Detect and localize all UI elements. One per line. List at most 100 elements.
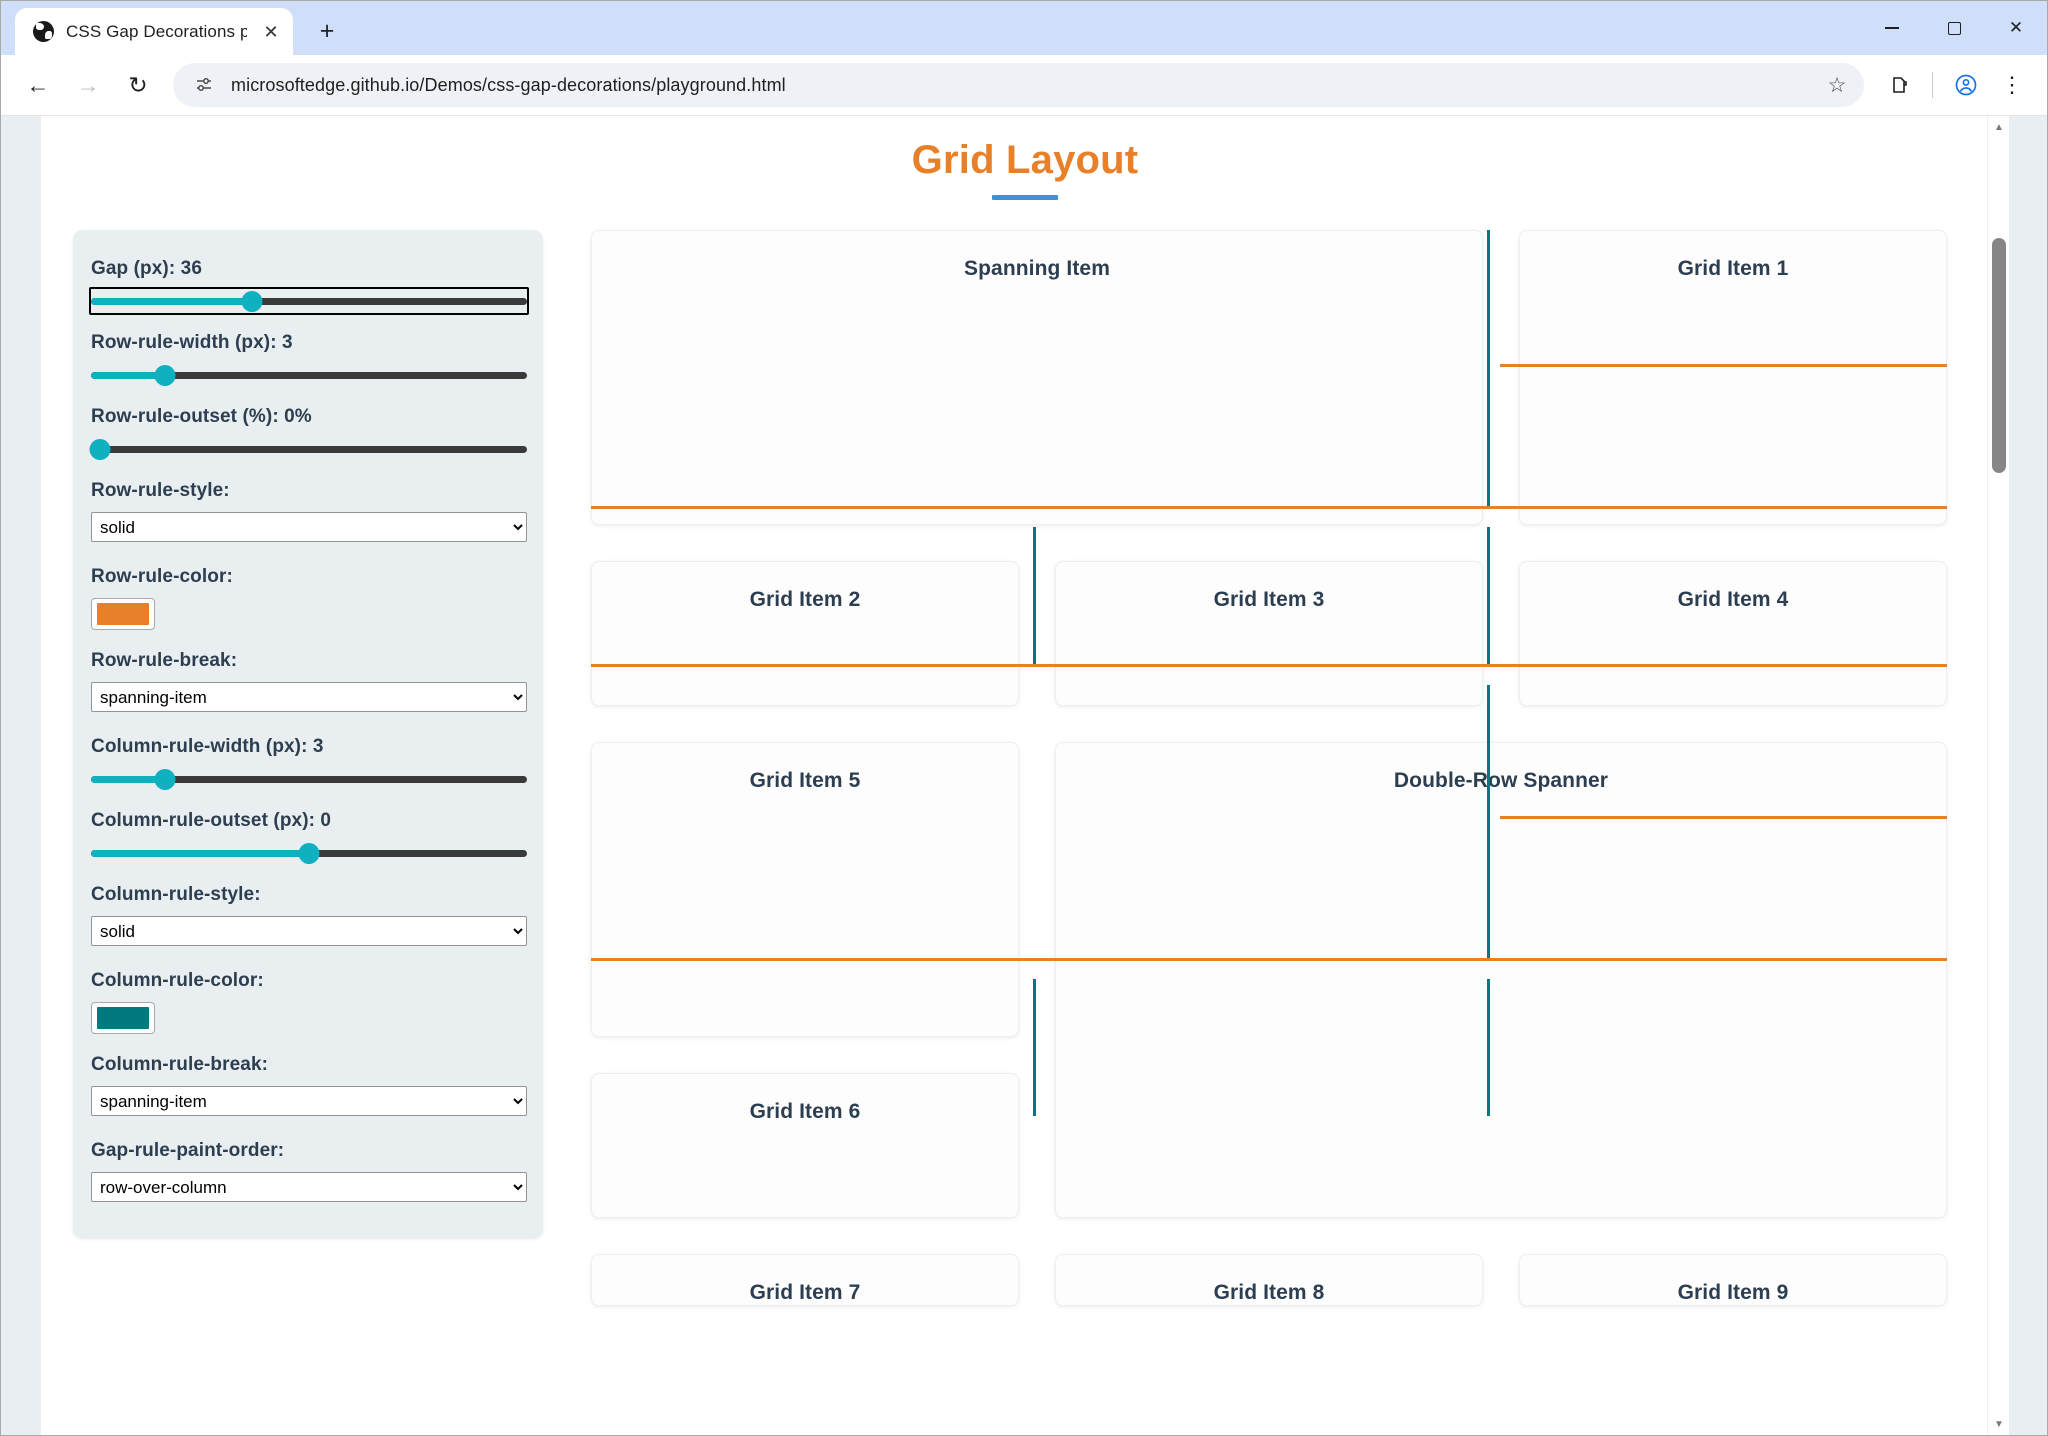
title-underline — [992, 195, 1058, 200]
gap-slider[interactable] — [89, 287, 529, 315]
control-row-rule-style: Row-rule-style: solid — [91, 480, 527, 546]
grid-item-6[interactable]: Grid Item 6 — [591, 1073, 1019, 1218]
controls-panel: Gap (px): 36 Row-rule-width (px): 3 — [73, 230, 543, 1238]
control-row-rule-width: Row-rule-width (px): 3 — [91, 332, 527, 386]
bookmark-star-icon[interactable]: ☆ — [1827, 73, 1847, 97]
tune-icon[interactable] — [191, 72, 217, 98]
browser-toolbar: ← → ↻ microsoftedge.github.io/Demos/css-… — [1, 55, 2047, 116]
slider-track — [91, 372, 527, 379]
column-rule-break-select[interactable]: spanning-item — [91, 1086, 527, 1116]
page-scrollbar[interactable]: ▲ ▼ — [1987, 116, 2009, 1435]
slider-fill — [91, 850, 309, 857]
control-label-gap: Gap (px): 36 — [91, 258, 202, 279]
row-rule-color-picker[interactable] — [91, 598, 155, 630]
color-preview — [97, 603, 149, 625]
back-icon[interactable]: ← — [26, 71, 50, 98]
grid-item-8[interactable]: Grid Item 8 — [1055, 1254, 1483, 1306]
row-rule-style-select[interactable]: solid — [91, 512, 527, 542]
control-label-row-rule-style: Row-rule-style: — [91, 480, 230, 501]
control-label-row-rule-break: Row-rule-break: — [91, 650, 238, 671]
row-rule-break-select[interactable]: spanning-item — [91, 682, 527, 712]
extensions-icon[interactable] — [1878, 64, 1920, 106]
scroll-up-icon[interactable]: ▲ — [1994, 121, 2004, 133]
control-column-rule-outset: Column-rule-outset (px): 0 — [91, 810, 527, 864]
page-layout: Gap (px): 36 Row-rule-width (px): 3 — [41, 200, 2009, 1318]
slider-thumb[interactable] — [298, 843, 320, 864]
slider-fill — [91, 776, 166, 783]
control-label-column-rule-color: Column-rule-color: — [91, 970, 264, 991]
row-rule-decoration — [591, 664, 1947, 667]
toolbar-divider — [1932, 72, 1933, 98]
gap-rule-paint-order-select[interactable]: row-over-column — [91, 1172, 527, 1202]
slider-fill — [91, 298, 253, 305]
grid-item-5[interactable]: Grid Item 5 — [591, 742, 1019, 1037]
grid-demo-area: Spanning Item Grid Item 1 Grid Item 2 Gr… — [591, 230, 1947, 1318]
control-column-rule-break: Column-rule-break: spanning-item — [91, 1054, 527, 1120]
column-rule-outset-slider[interactable] — [91, 842, 527, 864]
window-controls: ✕ — [1861, 1, 2047, 55]
row-rule-outset-slider[interactable] — [89, 438, 527, 460]
row-rule-decoration — [1499, 364, 1947, 367]
tab-title: CSS Gap Decorations playground — [66, 21, 247, 41]
control-label-column-rule-width: Column-rule-width (px): 3 — [91, 736, 324, 757]
slider-thumb[interactable] — [241, 291, 263, 312]
demo-grid: Spanning Item Grid Item 1 Grid Item 2 Gr… — [591, 230, 1947, 1306]
control-column-rule-color: Column-rule-color: — [91, 970, 515, 1034]
grid-item-9[interactable]: Grid Item 9 — [1519, 1254, 1947, 1306]
row-rule-decoration — [1499, 816, 1947, 819]
row-rule-decoration — [591, 958, 1947, 961]
page-title: Grid Layout — [911, 138, 1139, 182]
maximize-button[interactable] — [1923, 1, 1985, 55]
grid-item-3[interactable]: Grid Item 3 — [1055, 561, 1483, 706]
grid-item-4[interactable]: Grid Item 4 — [1519, 561, 1947, 706]
browser-menu-icon[interactable]: ⋮ — [2001, 72, 2023, 97]
column-rule-width-slider[interactable] — [91, 768, 527, 790]
slider-track — [91, 776, 527, 783]
column-rule-decoration — [1487, 685, 1491, 958]
close-window-button[interactable]: ✕ — [2008, 18, 2024, 37]
scroll-down-icon[interactable]: ▼ — [1994, 1418, 2004, 1430]
slider-thumb[interactable] — [89, 439, 111, 460]
control-gap-rule-paint-order: Gap-rule-paint-order: row-over-column — [91, 1140, 527, 1206]
control-row-rule-color: Row-rule-color: — [91, 566, 515, 630]
column-rule-decoration — [1033, 979, 1037, 1116]
forward-icon[interactable]: → — [76, 71, 100, 98]
web-page: Grid Layout Gap (px): 36 — [41, 116, 2009, 1435]
control-label-column-rule-outset: Column-rule-outset (px): 0 — [91, 810, 332, 831]
grid-item-spanning[interactable]: Spanning Item — [591, 230, 1483, 525]
globe-icon — [33, 21, 54, 42]
row-rule-decoration — [591, 506, 1947, 509]
grid-item-7[interactable]: Grid Item 7 — [591, 1254, 1019, 1306]
slider-thumb[interactable] — [154, 365, 176, 386]
grid-item-2[interactable]: Grid Item 2 — [591, 561, 1019, 706]
address-bar[interactable]: microsoftedge.github.io/Demos/css-gap-de… — [173, 63, 1864, 107]
reload-icon[interactable]: ↻ — [128, 71, 148, 98]
profile-icon[interactable] — [1945, 64, 1987, 106]
slider-fill — [91, 372, 166, 379]
page-gutter-left — [1, 116, 41, 1435]
grid-item-1[interactable]: Grid Item 1 — [1519, 230, 1947, 525]
control-label-column-rule-break: Column-rule-break: — [91, 1054, 269, 1075]
close-icon[interactable]: ✕ — [263, 21, 279, 42]
column-rule-decoration — [1487, 979, 1491, 1116]
column-rule-color-picker[interactable] — [91, 1002, 155, 1034]
page-gutter-right — [2009, 116, 2047, 1435]
control-label-row-rule-width: Row-rule-width (px): 3 — [91, 332, 293, 353]
grid-item-double-row-spanner[interactable]: Double-Row Spanner — [1055, 742, 1947, 1218]
column-rule-style-select[interactable]: solid — [91, 916, 527, 946]
control-row-rule-break: Row-rule-break: spanning-item — [91, 650, 527, 716]
control-row-rule-outset: Row-rule-outset (%): 0% — [89, 406, 527, 460]
control-column-rule-width: Column-rule-width (px): 3 — [91, 736, 527, 790]
column-rule-decoration — [1487, 230, 1491, 506]
control-label-row-rule-color: Row-rule-color: — [91, 566, 233, 587]
column-rule-decoration — [1033, 527, 1037, 664]
browser-tab[interactable]: CSS Gap Decorations playground ✕ — [15, 8, 293, 55]
row-rule-width-slider[interactable] — [91, 364, 527, 386]
control-gap: Gap (px): 36 — [89, 258, 529, 315]
control-label-gap-rule-paint-order: Gap-rule-paint-order: — [91, 1140, 285, 1161]
new-tab-button[interactable]: + — [319, 16, 335, 45]
scrollbar-thumb[interactable] — [1992, 238, 2006, 473]
minimize-button[interactable] — [1861, 1, 1923, 55]
control-label-row-rule-outset: Row-rule-outset (%): 0% — [91, 406, 312, 427]
slider-thumb[interactable] — [154, 769, 176, 790]
